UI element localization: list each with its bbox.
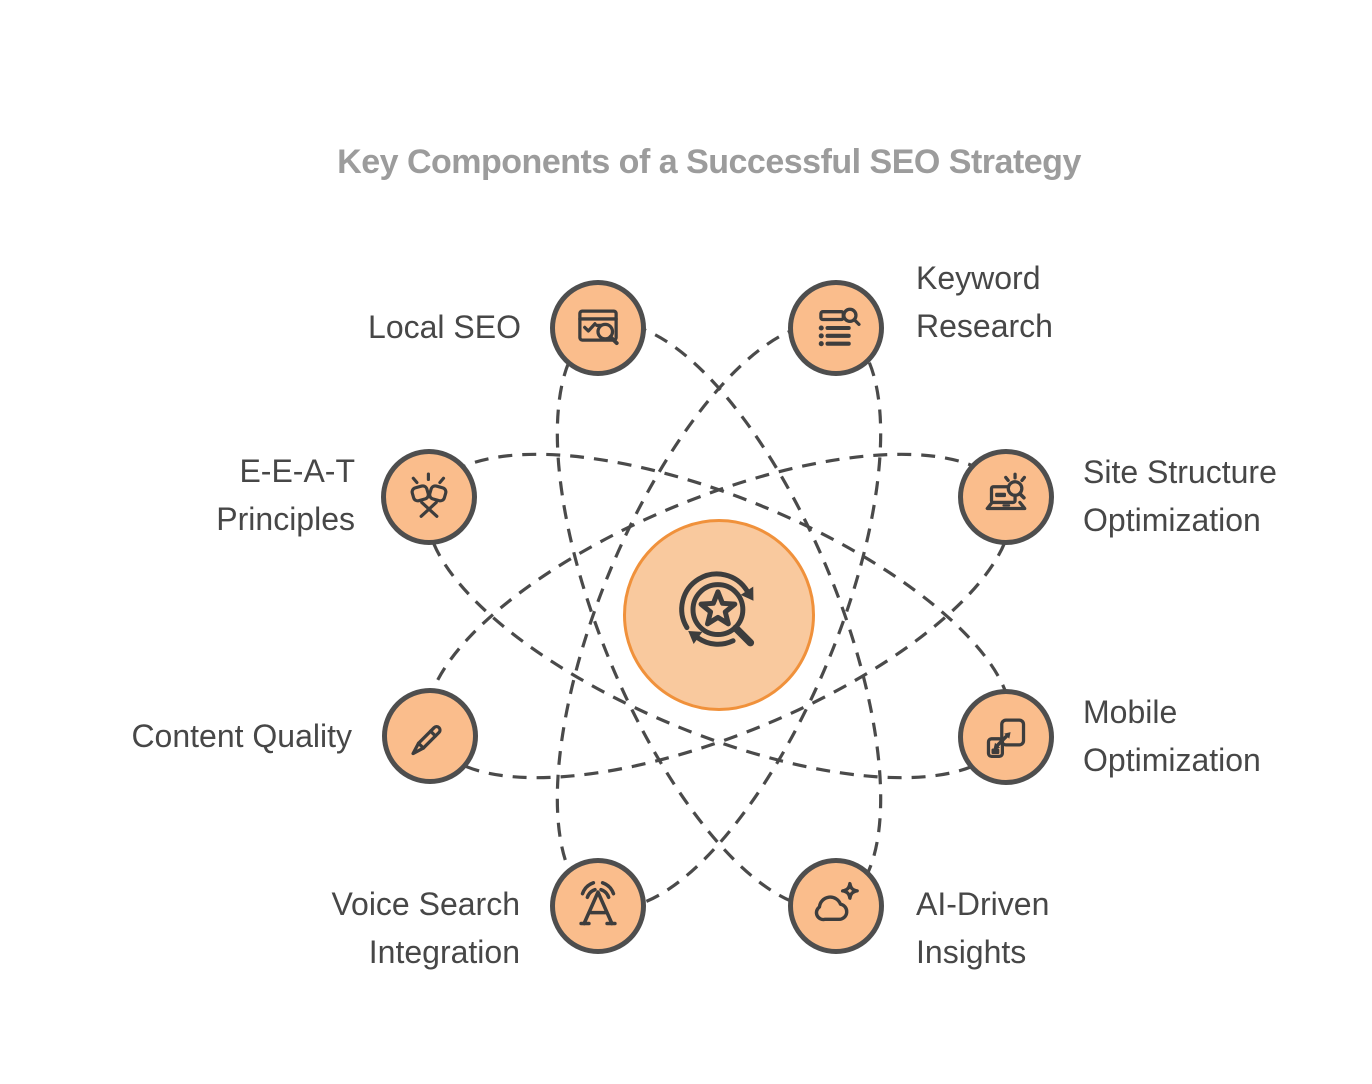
ai-cloud-sparkle-icon — [807, 877, 865, 935]
node-eeat-principles — [381, 449, 477, 545]
node-keyword-research — [788, 280, 884, 376]
node-ai-insights — [788, 858, 884, 954]
label-local-seo: Local SEO — [368, 309, 521, 345]
node-mobile-optimization — [958, 689, 1054, 785]
node-voice-search — [550, 858, 646, 954]
node-site-structure — [958, 449, 1054, 545]
list-search-icon — [807, 299, 865, 357]
node-content-quality — [382, 688, 478, 784]
fist-bump-icon — [400, 468, 458, 526]
pen-icon — [401, 707, 459, 765]
responsive-devices-icon — [977, 708, 1035, 766]
label-content-quality: Content Quality — [131, 718, 352, 754]
center-node — [623, 519, 815, 711]
voice-broadcast-icon — [569, 877, 627, 935]
node-local-seo — [550, 280, 646, 376]
browser-check-search-icon — [569, 299, 627, 357]
page-title: Key Components of a Successful SEO Strat… — [337, 143, 1081, 181]
laptop-search-icon — [977, 468, 1035, 526]
search-star-refresh-icon — [667, 563, 771, 667]
